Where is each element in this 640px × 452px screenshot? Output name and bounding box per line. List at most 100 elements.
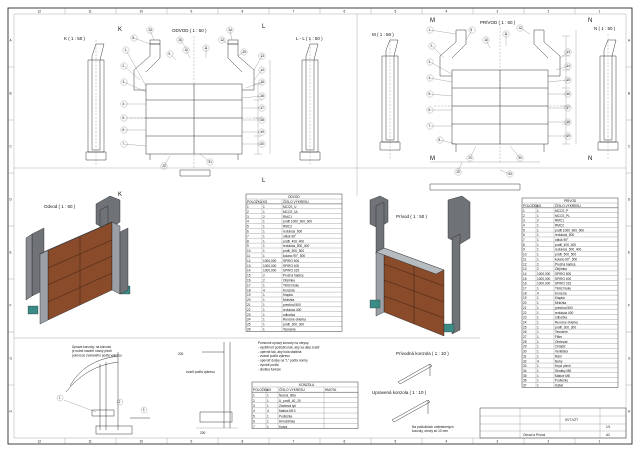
table-cell: profil_400_400: [283, 239, 304, 243]
table-cell: prechod 500: [283, 303, 301, 307]
callout-balloon: [506, 170, 514, 178]
frame-number-bottom: 7: [293, 440, 295, 444]
callout-number: 2: [430, 44, 432, 48]
table-cell: 9: [523, 248, 525, 252]
table-cell: Kotva: [279, 425, 287, 429]
frame-letter-left: A: [10, 39, 13, 43]
table-cell: 1: [537, 296, 539, 300]
frame-number-top: 10: [140, 10, 144, 14]
callout-balloon: [564, 62, 572, 70]
table-cell: 1: [537, 223, 539, 227]
svg-text:1: 1: [59, 396, 61, 400]
table-cell: 2: [253, 399, 255, 403]
table-cell: 1: [267, 399, 269, 403]
table-cell: 1: [537, 320, 539, 324]
frame-number-top: 8: [242, 10, 244, 14]
callout-balloon: [226, 26, 234, 34]
table-cell: 2: [537, 262, 539, 266]
table-cell: 1: [537, 345, 539, 349]
table-cell: redukcia_600: [555, 233, 574, 237]
callout-balloon: [468, 26, 476, 34]
table-cell: Revízne dvierka: [283, 318, 306, 322]
callout-balloon: [426, 122, 434, 130]
table-cell: 24: [523, 320, 527, 324]
table-cell: profil_400_400: [555, 243, 576, 247]
table-cell: 1: [537, 233, 539, 237]
note-line: - zvárať podľa výkresu: [258, 354, 290, 358]
callout-number: 25: [242, 50, 246, 54]
table-cell: Tlmič hluku: [555, 287, 571, 291]
table-cell: 1000,000: [537, 277, 551, 281]
table-cell: 1: [263, 293, 265, 297]
section-n-top: N: [588, 18, 592, 24]
privodna-konzola-view: Prívodná konzola ( 1 : 10 ): [396, 351, 449, 385]
table-cell: 1: [537, 335, 539, 339]
table-cell: Nosná_lišta: [279, 394, 296, 398]
table-cell: MCCS_PL: [555, 214, 570, 218]
table-cell: 23: [523, 316, 527, 320]
table-cell: 1: [263, 283, 265, 287]
m-side-view: M ( 1 : 50 ) M M: [372, 18, 435, 162]
callout-number: 17: [260, 106, 264, 110]
callout-balloon: [258, 116, 266, 124]
table-cell: Ventilátor: [555, 350, 569, 354]
callout-balloon: [516, 24, 524, 32]
table-cell: Nohy: [555, 359, 563, 363]
callout-balloon: [120, 78, 128, 86]
weld-note: zvariť podľa výkresu: [186, 370, 215, 374]
table-cell: Krycí plech: [555, 364, 571, 368]
table-cell: 36: [523, 379, 527, 383]
frame-letter-left: G: [10, 357, 13, 361]
callout-balloon: [218, 36, 226, 44]
callout-number: 19: [566, 134, 570, 138]
table-cell: 13: [247, 264, 251, 268]
table-cell: 35: [523, 374, 527, 378]
callout-number: 16: [260, 94, 264, 98]
l-section-view: L - L ( 1 : 50 ) L L: [262, 24, 323, 184]
table-cell: odbočka: [283, 313, 295, 317]
table-cell: 1: [263, 313, 265, 317]
callout-number: 4: [122, 102, 124, 106]
callout-number: 14: [566, 64, 570, 68]
frame-number-top: 1: [599, 10, 601, 14]
frame-number-top: 7: [293, 10, 295, 14]
table-cell: 1: [263, 254, 265, 258]
table-cell: Pružná hadica: [283, 274, 304, 278]
table-cell: 22: [247, 308, 251, 312]
table-cell: 1: [537, 301, 539, 305]
callout-number: 11: [504, 32, 508, 36]
callout-number: 10: [484, 38, 488, 42]
frame-letter-left: D: [10, 198, 13, 202]
table-cell: 2: [263, 279, 265, 283]
callout-balloon: [120, 62, 128, 70]
table-cell: 1: [537, 243, 539, 247]
table-cell: prechod 500: [555, 306, 573, 310]
callout-number: 8: [132, 36, 134, 40]
table-cell: Rám: [555, 354, 562, 358]
frame-number-bottom: 8: [242, 440, 244, 444]
table-cell: 4: [537, 291, 539, 295]
table-cell: 1: [263, 298, 265, 302]
table-cell: 1: [247, 205, 249, 209]
table-cell: 31: [523, 354, 527, 358]
table-cell: U_profil_40_20: [279, 399, 301, 403]
table-cell: 11: [523, 257, 527, 261]
table-cell: 1: [267, 414, 269, 418]
frame-number-top: 12: [38, 10, 42, 14]
callout-number: 13: [260, 54, 264, 58]
callout-number: 7: [122, 142, 124, 146]
table-cell: 9: [247, 244, 249, 248]
table-cell: 12: [523, 262, 527, 266]
frame-number-top: 4: [446, 10, 448, 14]
svg-text:2: 2: [119, 400, 121, 404]
table-cell: 1: [263, 220, 265, 224]
table-cell: 1: [263, 308, 265, 312]
table-cell: 18: [523, 291, 527, 295]
dim-200: 200: [178, 352, 184, 356]
table-cell: 2: [247, 210, 249, 214]
title-block: SVT-VZT Odvod a Prívod 1/1 A2: [479, 407, 627, 439]
dim-left-200: 200: [200, 431, 206, 435]
note-line: konzoly, otvory sú 10 mm: [412, 429, 448, 433]
